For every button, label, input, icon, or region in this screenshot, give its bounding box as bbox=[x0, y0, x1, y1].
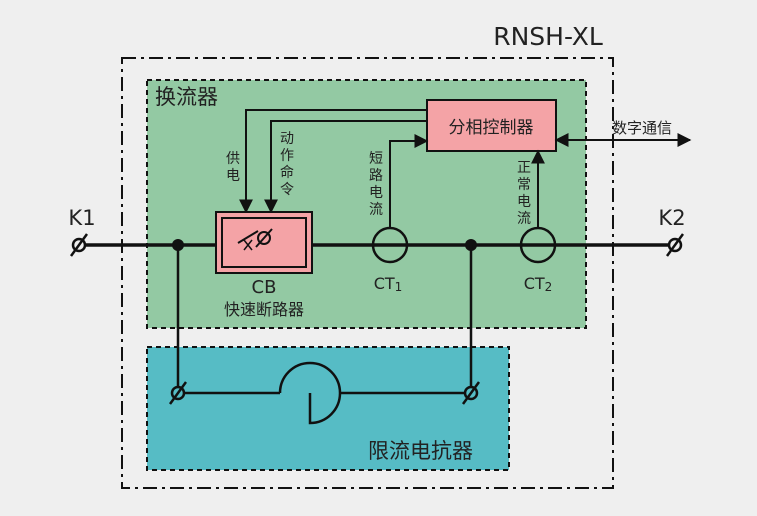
commutator-label: 换流器 bbox=[155, 85, 218, 109]
short-circuit-char: 流 bbox=[369, 202, 383, 218]
phase-controller-box bbox=[426, 99, 557, 152]
action-command-char: 命 bbox=[280, 164, 294, 181]
ct1-symbol bbox=[371, 226, 409, 264]
power-supply-char: 电 bbox=[226, 168, 240, 184]
power-supply-label: 供 电 bbox=[226, 151, 240, 184]
limiter-terminal-left bbox=[168, 381, 188, 405]
ct2-label: CT2 bbox=[524, 274, 553, 294]
breaker-inner-box bbox=[221, 217, 307, 268]
action-command-label: 动 作 命 令 bbox=[280, 131, 294, 198]
terminal-k2-label: K2 bbox=[658, 206, 685, 230]
breaker-code: CB bbox=[252, 277, 277, 298]
normal-current-char: 流 bbox=[517, 211, 531, 227]
ct1-label: CT1 bbox=[374, 274, 403, 294]
phase-controller-label: 分相控制器 bbox=[449, 118, 534, 138]
short-circuit-current-label: 短 路 电 流 bbox=[369, 151, 383, 218]
terminal-k2 bbox=[665, 233, 685, 257]
action-command-char: 令 bbox=[280, 182, 294, 198]
breaker-switch-symbol bbox=[237, 228, 273, 251]
normal-current-label: 正 常 电 流 bbox=[517, 160, 531, 227]
power-supply-line bbox=[239, 109, 427, 214]
breaker-name: 快速断路器 bbox=[224, 300, 304, 319]
action-command-line bbox=[264, 120, 427, 214]
terminal-k1 bbox=[69, 233, 89, 257]
device-title: RNSH-XL bbox=[493, 22, 603, 51]
reactor-symbol bbox=[278, 361, 342, 425]
short-circuit-char: 电 bbox=[369, 185, 383, 201]
limiter-label: 限流电抗器 bbox=[368, 439, 473, 463]
action-command-char: 动 bbox=[280, 131, 294, 147]
short-circuit-char: 路 bbox=[369, 168, 383, 184]
normal-current-char: 正 bbox=[517, 160, 531, 176]
ct2-label-base: CT bbox=[524, 274, 545, 293]
normal-current-char: 电 bbox=[517, 194, 531, 210]
digital-comm-label: 数字通信 bbox=[612, 119, 672, 137]
limiter-terminal-right bbox=[461, 381, 481, 405]
ct2-symbol bbox=[519, 226, 557, 264]
action-command-char: 作 bbox=[280, 148, 294, 164]
normal-current-char: 常 bbox=[517, 177, 531, 193]
short-circuit-char: 短 bbox=[369, 151, 383, 167]
short-circuit-signal-line bbox=[389, 134, 429, 228]
power-supply-char: 供 bbox=[226, 151, 240, 167]
ct1-label-sub: 1 bbox=[395, 280, 403, 294]
device-boundary bbox=[121, 57, 614, 489]
terminal-k1-label: K1 bbox=[68, 206, 95, 230]
ct2-label-sub: 2 bbox=[545, 280, 553, 294]
ct1-label-base: CT bbox=[374, 274, 395, 293]
